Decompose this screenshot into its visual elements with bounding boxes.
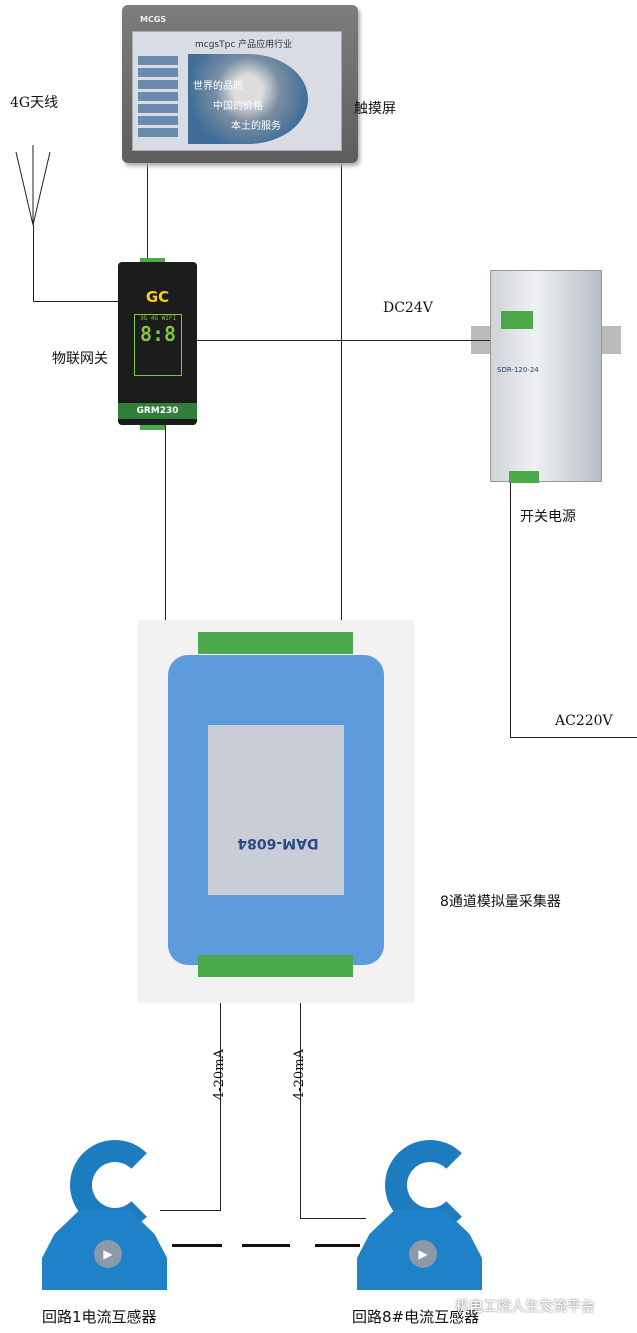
antenna-icon (15, 145, 51, 226)
play-icon[interactable]: ▶ (94, 1240, 122, 1268)
collector-label: 8通道模拟量采集器 (440, 894, 561, 910)
watermark: 机电工控人生交流平台 (455, 1299, 595, 1315)
wire-signal-1 (220, 1003, 221, 1211)
slogan-1: 世界的品质 (193, 81, 243, 92)
psu-model: SDR-120-24 (497, 366, 539, 374)
signal-label-8: 4-20mA (292, 1049, 307, 1100)
signal-label-1: 4-20mA (212, 1049, 227, 1100)
slogan-3: 本土的服务 (231, 121, 281, 132)
ac220v-label: AC220V (555, 713, 613, 729)
wire-screen-gateway (147, 163, 148, 263)
wire-ac-vertical (510, 480, 511, 737)
touchscreen-title: mcgsTpc 产品应用行业 (195, 40, 293, 50)
slogan-2: 中国的价格 (213, 101, 263, 112)
wire-signal-8 (300, 1003, 301, 1219)
touchscreen-label: 触摸屏 (354, 101, 396, 117)
analog-collector: DAM-6084 (138, 620, 414, 1003)
switching-power-supply: SDR-120-24 (471, 270, 621, 483)
dash-connector (172, 1244, 222, 1247)
dc24v-label: DC24V (383, 300, 433, 316)
gateway-display: 8:8 (139, 322, 177, 346)
wire-gateway-collector (165, 425, 166, 621)
gateway-logo: GC (145, 288, 170, 306)
sensor-label-8: 回路8#电流互感器 (352, 1308, 480, 1326)
gateway-model: GRM230 (118, 403, 197, 419)
dash-connector (242, 1244, 290, 1247)
volcano-image (188, 54, 308, 144)
touchscreen-brand: MCGS (140, 15, 167, 24)
gateway-indicators: 3G 4G WIFI (139, 315, 177, 322)
wire-dc24v (197, 340, 490, 341)
gateway-label: 物联网关 (52, 351, 108, 367)
wire-screen-collector (341, 163, 342, 621)
current-transformer-1: ▶ (42, 1140, 167, 1295)
wire-ac220v (510, 737, 637, 738)
current-transformer-8: ▶ (357, 1140, 482, 1295)
psu-label: 开关电源 (520, 509, 576, 525)
touchscreen: MCGS mcgsTpc 产品应用行业 世界的品质 中国的价格 本土的服务 (122, 5, 358, 163)
wire-signal-8-h (300, 1218, 366, 1219)
wire-antenna (33, 225, 34, 302)
dash-connector (315, 1244, 360, 1247)
sensor-label-1: 回路1电流互感器 (42, 1308, 157, 1326)
wire-signal-1-h (160, 1210, 221, 1211)
wire-antenna-gateway (33, 301, 119, 302)
collector-model: DAM-6084 (237, 835, 319, 851)
antenna-label: 4G天线 (10, 95, 59, 111)
play-icon[interactable]: ▶ (409, 1240, 437, 1268)
